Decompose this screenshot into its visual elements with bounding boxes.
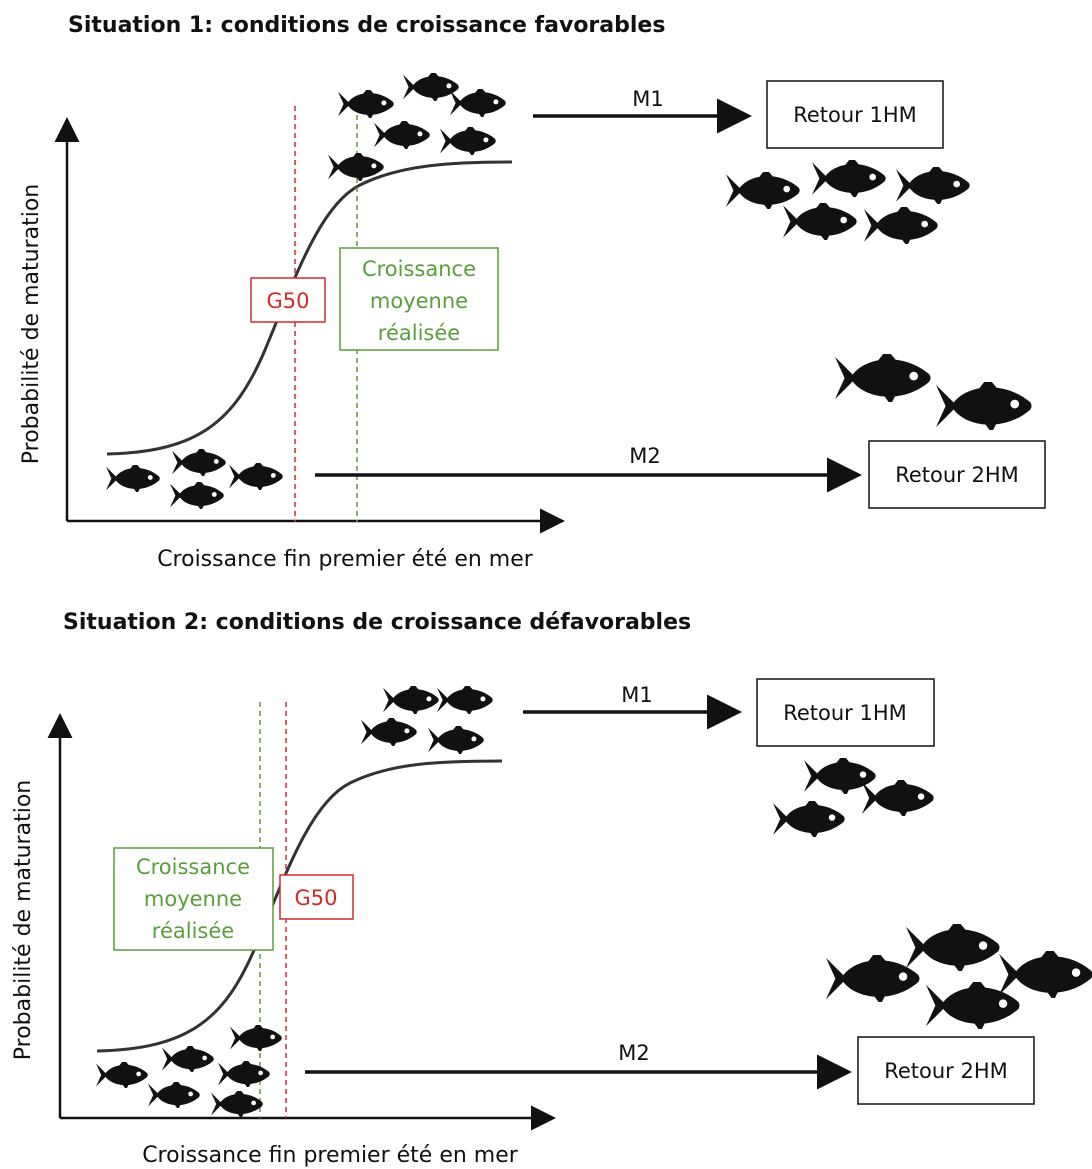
fish-icon bbox=[230, 1025, 282, 1051]
return-2hm-box bbox=[857, 1036, 1035, 1105]
return-1hm-box bbox=[766, 80, 944, 149]
fish-icon bbox=[826, 955, 920, 1002]
m2-label: M2 bbox=[629, 444, 660, 468]
fish-group-low-growth bbox=[106, 449, 283, 509]
mean-growth-label-line2: moyenne bbox=[144, 887, 242, 911]
return-1hm-label: Retour 1HM bbox=[783, 701, 907, 725]
fish-group-2hm bbox=[835, 354, 1032, 430]
fish-icon bbox=[170, 482, 224, 509]
situation-1-title: Situation 1: conditions de croissance fa… bbox=[68, 13, 665, 38]
mean-growth-label-line2: moyenne bbox=[370, 289, 468, 313]
m2-label: M2 bbox=[618, 1041, 649, 1065]
fish-icon bbox=[726, 172, 800, 209]
y-axis-label: Probabilité de maturation bbox=[11, 780, 36, 1060]
y-axis-label: Probabilité de maturation bbox=[19, 184, 44, 464]
fish-icon bbox=[361, 718, 417, 746]
fish-icon bbox=[374, 121, 430, 149]
return-1hm-box bbox=[756, 678, 935, 747]
fish-icon bbox=[403, 73, 459, 101]
mean-growth-label-line1: Croissance bbox=[362, 257, 476, 281]
fish-icon bbox=[440, 127, 496, 155]
mean-growth-label-line3: réalisée bbox=[152, 919, 234, 943]
fish-icon bbox=[172, 449, 226, 476]
fish-icon bbox=[218, 1061, 270, 1087]
fish-icon bbox=[783, 203, 857, 240]
g50-box bbox=[279, 874, 354, 920]
g50-label: G50 bbox=[267, 289, 310, 313]
fish-icon bbox=[96, 1062, 148, 1088]
fish-icon bbox=[804, 758, 876, 794]
fish-icon bbox=[162, 1046, 214, 1072]
situation-1-panel: Situation 1: conditions de croissance fa… bbox=[19, 13, 1046, 572]
fish-icon bbox=[773, 801, 845, 837]
mean-growth-box bbox=[339, 247, 499, 351]
fish-icon bbox=[450, 89, 506, 117]
mean-growth-label-line1: Croissance bbox=[136, 855, 250, 879]
x-axis-label: Croissance fin premier été en mer bbox=[142, 1143, 519, 1168]
fish-icon bbox=[229, 463, 283, 490]
return-1hm-label: Retour 1HM bbox=[793, 103, 917, 127]
fish-group-1hm bbox=[773, 758, 934, 837]
x-axis-label: Croissance fin premier été en mer bbox=[157, 547, 534, 572]
maturation-curve bbox=[96, 759, 503, 1053]
g50-label: G50 bbox=[295, 886, 338, 910]
situation-2-panel: Situation 2: conditions de croissance dé… bbox=[11, 610, 1092, 1168]
m1-label: M1 bbox=[621, 683, 652, 707]
fish-icon bbox=[864, 207, 938, 244]
fish-icon bbox=[999, 951, 1092, 998]
m1-label: M1 bbox=[632, 87, 663, 111]
fish-icon bbox=[428, 726, 484, 754]
return-2hm-label: Retour 2HM bbox=[895, 463, 1019, 487]
fish-icon bbox=[862, 780, 934, 816]
fish-icon bbox=[812, 160, 886, 197]
fish-group-1hm bbox=[726, 160, 970, 244]
fish-icon bbox=[338, 90, 394, 118]
fish-group-low-growth bbox=[96, 1025, 282, 1117]
fish-icon bbox=[936, 382, 1032, 430]
fish-icon bbox=[106, 465, 160, 492]
fish-icon bbox=[437, 686, 493, 714]
fish-icon bbox=[211, 1091, 263, 1117]
return-2hm-label: Retour 2HM bbox=[884, 1059, 1008, 1083]
situation-2-title: Situation 2: conditions de croissance dé… bbox=[63, 610, 691, 635]
maturation-curve bbox=[106, 160, 513, 456]
fish-icon bbox=[835, 354, 931, 402]
mean-growth-label-line3: réalisée bbox=[378, 321, 460, 345]
fish-icon bbox=[148, 1082, 200, 1108]
fish-group-high-growth bbox=[328, 73, 506, 181]
g50-box bbox=[250, 277, 326, 323]
fish-icon bbox=[383, 686, 439, 714]
fish-group-high-growth bbox=[361, 686, 493, 754]
fish-icon bbox=[896, 167, 970, 204]
mean-growth-box bbox=[113, 847, 274, 951]
return-2hm-box bbox=[868, 440, 1046, 509]
fish-group-2hm bbox=[826, 924, 1092, 1029]
fish-icon bbox=[906, 924, 1000, 971]
